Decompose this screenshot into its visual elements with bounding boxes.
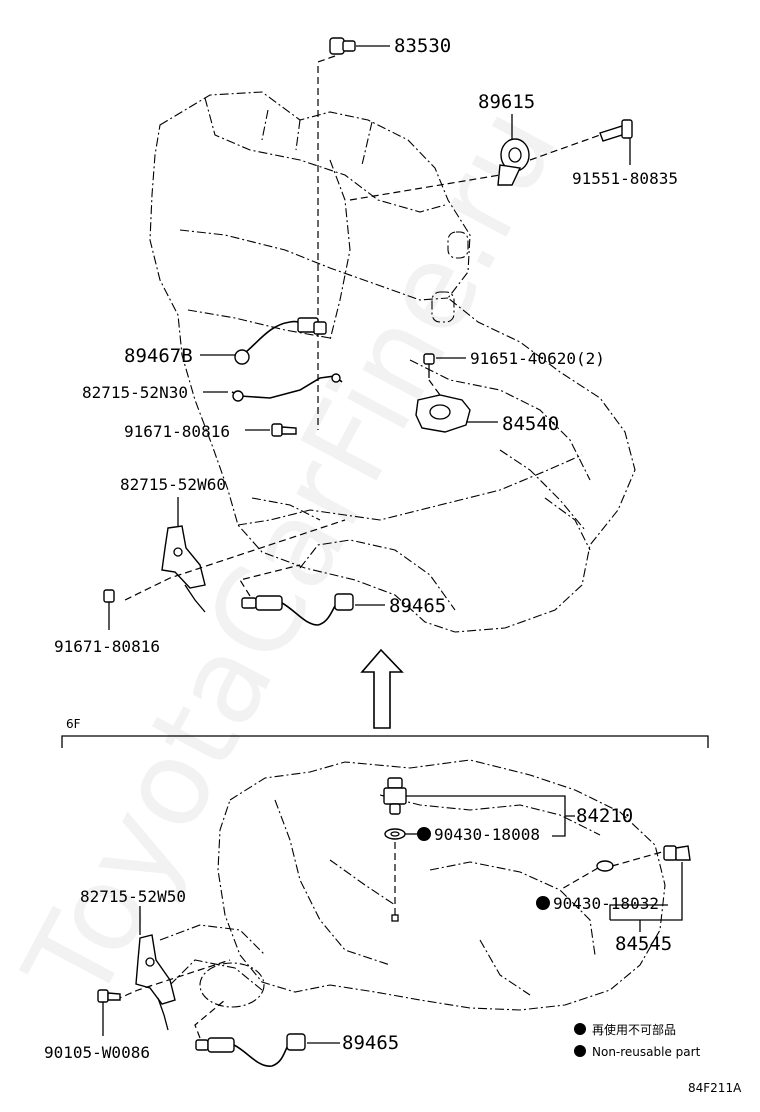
nonreusable-marker-18008	[417, 827, 431, 841]
diagram-code: 84F211A	[688, 1081, 742, 1095]
part-82715-52w60-bracket	[124, 497, 346, 613]
label-82715-52n30: 82715-52N30	[82, 383, 188, 402]
label-89615: 89615	[478, 91, 535, 113]
label-82715-52w50: 82715-52W50	[80, 887, 186, 906]
label-83530: 83530	[394, 35, 451, 57]
part-89465-sensor-a	[239, 564, 385, 626]
part-84545-switch	[559, 845, 691, 932]
part-90430-18008-washer	[384, 828, 420, 922]
label-91671-b: 91671-80816	[54, 637, 160, 656]
part-84540-switch	[415, 394, 498, 433]
label-91671-a: 91671-80816	[124, 422, 230, 441]
label-84545: 84545	[615, 933, 672, 955]
nonreusable-marker-18032	[536, 896, 550, 910]
part-83530-switch	[317, 37, 390, 430]
label-91551: 91551-80835	[572, 169, 678, 188]
legend-text-jp: 再使用不可部品	[592, 1022, 676, 1037]
label-90105: 90105-W0086	[44, 1043, 150, 1062]
label-82715-52w60: 82715-52W60	[120, 475, 226, 494]
part-89465-sensor-b	[194, 999, 340, 1067]
part-90105-bolt	[97, 989, 121, 1036]
legend-bullet-jp	[574, 1023, 586, 1035]
label-84210: 84210	[576, 805, 633, 827]
part-89615-sensor	[349, 114, 601, 201]
legend-bullet-en	[574, 1045, 586, 1057]
part-91651-bolts	[423, 353, 466, 396]
label-90430-18032: 90430-18032	[553, 894, 659, 913]
engine-outline-upper	[149, 91, 636, 633]
up-arrow	[360, 648, 404, 729]
label-90430-18008: 90430-18008	[434, 825, 540, 844]
part-89467b-sensor	[200, 317, 327, 365]
part-82715-52n30-bracket	[203, 373, 343, 402]
section-divider	[61, 735, 709, 748]
part-84210-switch	[383, 777, 575, 837]
watermark-text: ToyotaCarFine.ru	[0, 86, 584, 1024]
part-82715-52w50-bracket	[114, 906, 231, 1031]
part-91551-bolt	[599, 119, 633, 165]
part-91671-bolt-a	[245, 423, 297, 437]
label-89465-b: 89465	[342, 1032, 399, 1054]
part-91671-bolt-b	[103, 589, 115, 630]
label-89465-a: 89465	[389, 595, 446, 617]
section-label-6f: 6F	[66, 717, 81, 731]
transmission-outline-lower	[159, 759, 666, 1011]
legend-text-en: Non-reusable part	[592, 1045, 701, 1059]
label-91651: 91651-40620(2)	[470, 349, 605, 368]
label-89467b: 89467B	[124, 345, 193, 367]
label-84540: 84540	[502, 413, 559, 435]
